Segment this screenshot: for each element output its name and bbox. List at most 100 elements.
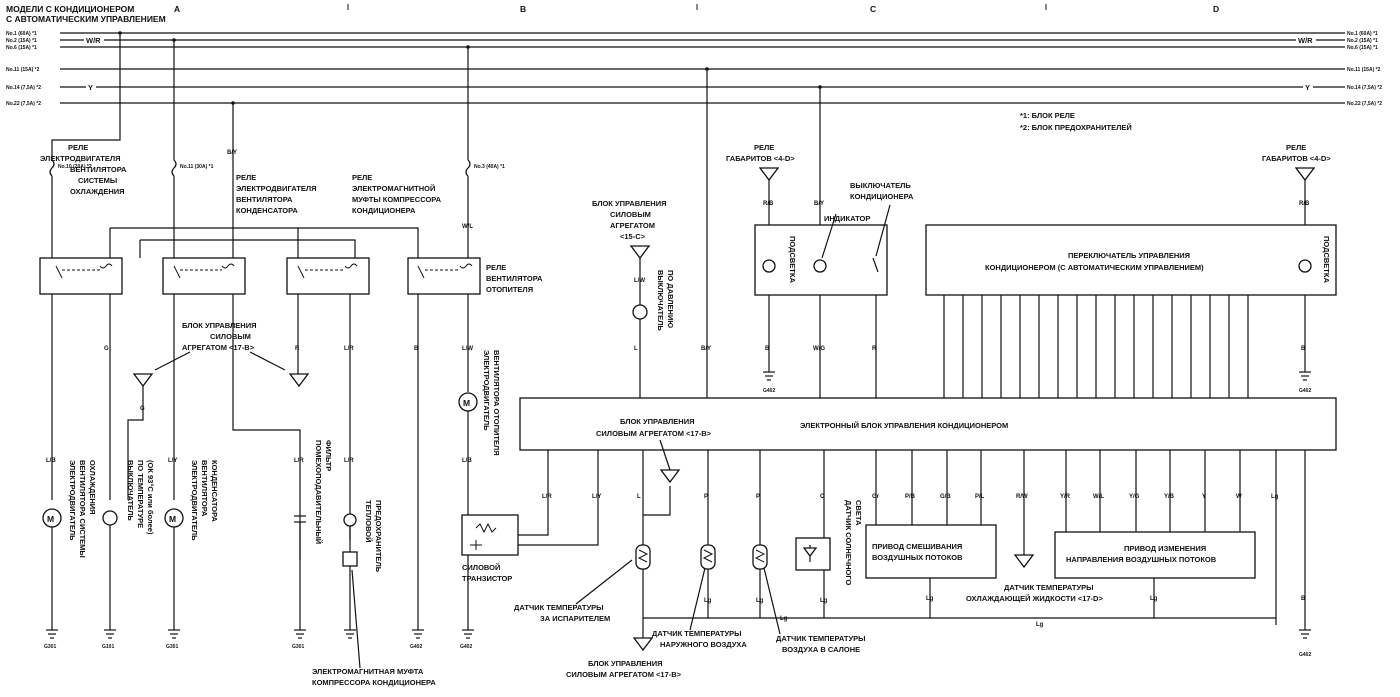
svg-text:ТРАНЗИСТОР: ТРАНЗИСТОР xyxy=(462,574,512,583)
coolant-temp-sensor-label: ДАТЧИК ТЕМПЕРАТУРЫ ОХЛАЖДАЮЩЕЙ ЖИДКОСТИ … xyxy=(966,583,1103,603)
column-label-c: C xyxy=(870,4,876,14)
ground-symbol xyxy=(763,371,775,381)
tail-relay-label-right: РЕЛЕ ГАБАРИТОВ <4-D> xyxy=(1262,143,1331,163)
fuse-label: No.22 (7,5A) *2 xyxy=(1347,101,1382,107)
svg-text:Y: Y xyxy=(1202,494,1206,500)
svg-text:ДАТЧИК СОЛНЕЧНОГО: ДАТЧИК СОЛНЕЧНОГО xyxy=(844,500,853,586)
svg-text:НАПРАВЛЕНИЯ ВОЗДУШНЫХ ПОТОКОВ: НАПРАВЛЕНИЯ ВОЗДУШНЫХ ПОТОКОВ xyxy=(1066,555,1217,564)
svg-text:КОМПРЕССОРА КОНДИЦИОНЕРА: КОМПРЕССОРА КОНДИЦИОНЕРА xyxy=(312,678,436,687)
ground-label: G402 xyxy=(763,388,775,394)
ground-label: G301 xyxy=(166,644,178,650)
svg-text:ДАТЧИК ТЕМПЕРАТУРЫ: ДАТЧИК ТЕМПЕРАТУРЫ xyxy=(1004,583,1094,592)
power-rails xyxy=(60,32,1345,104)
svg-text:R/W: R/W xyxy=(1016,494,1028,500)
wire-color-label: L/W xyxy=(634,278,645,284)
fuse-label: No.11 (15A) *2 xyxy=(6,67,40,73)
wire-color-label: L/B xyxy=(46,458,56,464)
cabin-air-temp-sensor xyxy=(752,544,768,618)
outside-air-temp-sensor xyxy=(700,544,716,618)
wire-color-label: L xyxy=(634,346,638,352)
wire-color-label: B/Y xyxy=(701,346,711,352)
svg-text:<15-C>: <15-C> xyxy=(620,232,646,241)
svg-text:ОХЛАЖДЕНИЯ: ОХЛАЖДЕНИЯ xyxy=(70,187,125,196)
wire-color-label: L/R xyxy=(344,346,354,352)
svg-text:Y/G: Y/G xyxy=(1129,494,1140,500)
ac-control-unit: ЭЛЕКТРОННЫЙ БЛОК УПРАВЛЕНИЯ КОНДИЦИОНЕРО… xyxy=(519,397,1337,451)
heater-fan-motor-label: ЭЛЕКТРОДВИГАТЕЛЬ ВЕНТИЛЯТОРА ОТОПИТЕЛЯ xyxy=(482,350,501,456)
fuse-label: No.22 (7,5A) *2 xyxy=(6,101,41,107)
svg-text:ДАТЧИК ТЕМПЕРАТУРЫ: ДАТЧИК ТЕМПЕРАТУРЫ xyxy=(514,603,604,612)
sunlight-sensor-label: ДАТЧИК СОЛНЕЧНОГО СВЕТА xyxy=(844,500,863,586)
svg-text:ВЕНТИЛЯТОРА: ВЕНТИЛЯТОРА xyxy=(236,195,293,204)
fuse-label: No.14 (7,5A) *2 xyxy=(1347,85,1382,91)
svg-text:ВЫКЛЮЧАТЕЛЬ: ВЫКЛЮЧАТЕЛЬ xyxy=(126,460,135,521)
svg-text:P/B: P/B xyxy=(905,494,916,500)
mode-actuator: ПРИВОД ИЗМЕНЕНИЯ НАПРАВЛЕНИЯ ВОЗДУШНЫХ П… xyxy=(1054,531,1256,579)
ac-switch-label: ВЫКЛЮЧАТЕЛЬ КОНДИЦИОНЕРА xyxy=(850,181,914,201)
evaporator-temp-sensor xyxy=(635,544,651,638)
wire-color-label: B/Y xyxy=(814,201,824,207)
relay-cooling-fan xyxy=(39,257,123,295)
column-label-d: D xyxy=(1213,4,1219,14)
relay-compressor-clutch xyxy=(286,257,370,295)
pcm-label-17b: БЛОК УПРАВЛЕНИЯ СИЛОВЫМ АГРЕГАТОМ <17-B> xyxy=(182,321,256,352)
svg-text:P: P xyxy=(756,494,760,500)
wire-color-label: B xyxy=(414,346,419,352)
svg-text:СИЛОВЫМ АГРЕГАТОМ <17-B>: СИЛОВЫМ АГРЕГАТОМ <17-B> xyxy=(596,429,712,438)
svg-text:ДАТЧИК ТЕМПЕРАТУРЫ: ДАТЧИК ТЕМПЕРАТУРЫ xyxy=(652,629,742,638)
fuse-labels-right: No.1 (60A) *1 No.2 (15A) *1 No.6 (15A) *… xyxy=(1347,31,1382,107)
svg-text:ВЫКЛЮЧАТЕЛЬ: ВЫКЛЮЧАТЕЛЬ xyxy=(850,181,911,190)
ecu-output-wires xyxy=(518,439,1306,630)
svg-text:БЛОК УПРАВЛЕНИЯ: БЛОК УПРАВЛЕНИЯ xyxy=(592,199,666,208)
svg-text:КОНДИЦИОНЕРОМ (С АВТОМАТИЧЕСКИ: КОНДИЦИОНЕРОМ (С АВТОМАТИЧЕСКИМ УПРАВЛЕН… xyxy=(985,263,1204,272)
svg-text:Lg: Lg xyxy=(1271,494,1279,500)
temperature-switch-label: ВЫКЛЮЧАТЕЛЬ ПО ТЕМПЕРАТУРЕ (ОК 93°C или … xyxy=(126,460,155,535)
svg-text:ЭЛЕКТРОДВИГАТЕЛЯ: ЭЛЕКТРОДВИГАТЕЛЯ xyxy=(236,184,317,193)
svg-text:БЛОК УПРАВЛЕНИЯ: БЛОК УПРАВЛЕНИЯ xyxy=(588,659,662,668)
svg-text:ПРИВОД ИЗМЕНЕНИЯ: ПРИВОД ИЗМЕНЕНИЯ xyxy=(1124,544,1206,553)
svg-text:НАРУЖНОГО ВОЗДУХА: НАРУЖНОГО ВОЗДУХА xyxy=(660,640,747,649)
svg-text:СИЛОВЫМ: СИЛОВЫМ xyxy=(210,332,251,341)
svg-text:Lg: Lg xyxy=(780,616,788,622)
svg-text:ЭЛЕКТРОМАГНИТНОЙ: ЭЛЕКТРОМАГНИТНОЙ xyxy=(352,184,435,193)
svg-text:КОНДЕНСАТОРА: КОНДЕНСАТОРА xyxy=(210,460,219,522)
noise-filter xyxy=(294,515,306,630)
ground-label: G301 xyxy=(44,644,56,650)
condenser-fan-motor: M xyxy=(164,508,184,630)
ac-switch-output-wires xyxy=(768,295,877,398)
indicator-label: ИНДИКАТОР xyxy=(824,214,870,223)
svg-text:ОТОПИТЕЛЯ: ОТОПИТЕЛЯ xyxy=(486,285,533,294)
svg-text:ВЕНТИЛЯТОРА ОТОПИТЕЛЯ: ВЕНТИЛЯТОРА ОТОПИТЕЛЯ xyxy=(492,350,501,456)
svg-text:ВОЗДУХА В САЛОНЕ: ВОЗДУХА В САЛОНЕ xyxy=(782,645,860,654)
svg-text:No.11 (30A) *1: No.11 (30A) *1 xyxy=(180,164,214,170)
svg-text:ГАБАРИТОВ <4-D>: ГАБАРИТОВ <4-D> xyxy=(726,154,795,163)
svg-text:РЕЛЕ: РЕЛЕ xyxy=(1286,143,1306,152)
heater-fan-motor: M xyxy=(458,392,478,515)
wire-color-label: Y xyxy=(88,83,93,92)
thermal-protector-label: ТЕПЛОВОЙ ПРЕДОХРАНИТЕЛЬ xyxy=(364,500,383,573)
svg-text:L: L xyxy=(637,494,641,500)
column-label-b: B xyxy=(520,4,526,14)
svg-text:ПО ДАВЛЕНИЮ: ПО ДАВЛЕНИЮ xyxy=(666,270,675,328)
condenser-fan-motor-label: ЭЛЕКТРОДВИГАТЕЛЬ ВЕНТИЛЯТОРА КОНДЕНСАТОР… xyxy=(190,460,219,541)
fuse-label: No.14 (7,5A) *2 xyxy=(6,85,41,91)
svg-text:ПОМЕХОПОДАВИТЕЛЬНЫЙ: ПОМЕХОПОДАВИТЕЛЬНЫЙ xyxy=(314,440,323,544)
svg-text:L/Y: L/Y xyxy=(592,494,601,500)
svg-text:Lg: Lg xyxy=(704,598,712,604)
svg-text:Y/B: Y/B xyxy=(1164,494,1175,500)
svg-text:ВЕНТИЛЯТОРА: ВЕНТИЛЯТОРА xyxy=(486,274,543,283)
wire-color-label: L/R xyxy=(344,458,354,464)
relay-label-heater-fan: РЕЛЕ ВЕНТИЛЯТОРА ОТОПИТЕЛЯ xyxy=(486,263,543,294)
svg-text:КОНДИЦИОНЕРА: КОНДИЦИОНЕРА xyxy=(850,192,914,201)
svg-text:ПРЕДОХРАНИТЕЛЬ: ПРЕДОХРАНИТЕЛЬ xyxy=(374,500,383,573)
wire-color-label: B xyxy=(1301,596,1306,602)
air-mix-actuator: ПРИВОД СМЕШИВАНИЯ ВОЗДУШНЫХ ПОТОКОВ xyxy=(865,524,997,579)
svg-text:БЛОК УПРАВЛЕНИЯ: БЛОК УПРАВЛЕНИЯ xyxy=(182,321,256,330)
pcm-connector-triangle xyxy=(632,637,654,652)
cabin-air-temp-sensor-label: ДАТЧИК ТЕМПЕРАТУРЫ ВОЗДУХА В САЛОНЕ xyxy=(763,567,866,654)
svg-text:Lg: Lg xyxy=(756,598,764,604)
svg-text:ЭЛЕКТРОМАГНИТНАЯ МУФТА: ЭЛЕКТРОМАГНИТНАЯ МУФТА xyxy=(312,667,424,676)
fuse-label: No.1 (60A) *1 xyxy=(1347,31,1378,37)
svg-text:ВЕНТИЛЯТОРА: ВЕНТИЛЯТОРА xyxy=(200,460,209,517)
ground-label: G301 xyxy=(292,644,304,650)
